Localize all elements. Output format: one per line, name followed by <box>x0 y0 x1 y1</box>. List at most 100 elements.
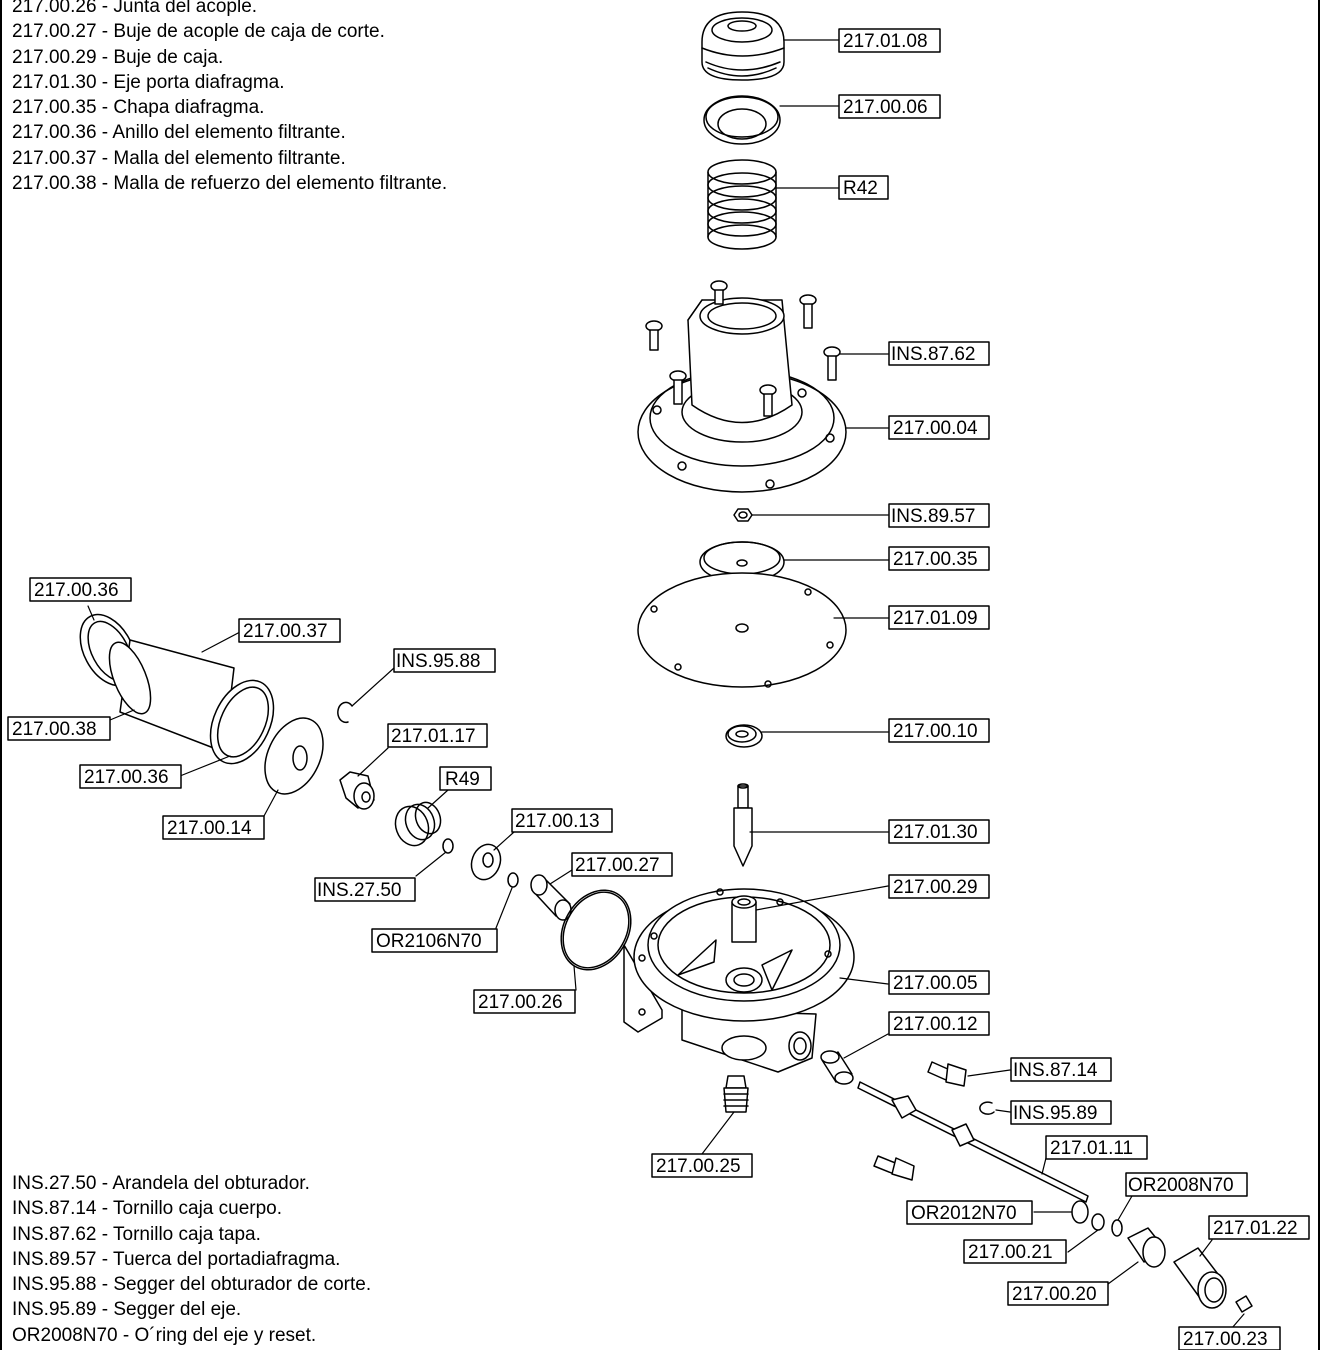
label-217-00-29: 217.00.29 <box>888 874 990 899</box>
label-217-01-09: 217.01.09 <box>888 605 990 630</box>
leader-lines <box>87 39 1245 1329</box>
svg-text:217.00.05: 217.00.05 <box>893 973 978 994</box>
part-labels: 217.01.08 217.00.06 R42 INS.87.62 217.00… <box>7 28 1310 1350</box>
part-spring-r42 <box>707 159 777 250</box>
part-bushing-217-00-29 <box>731 895 757 943</box>
part-oring-or2008n70 <box>1111 1219 1123 1237</box>
svg-text:217.00.36: 217.00.36 <box>84 767 169 788</box>
part-cap-217-00-23 <box>1235 1295 1253 1313</box>
label-217-00-26: 217.00.26 <box>473 989 576 1014</box>
svg-text:R49: R49 <box>445 769 480 790</box>
part-washer-217-00-21 <box>1091 1213 1105 1231</box>
part-oring-or2106n70 <box>507 872 519 888</box>
label-217-01-30: 217.01.30 <box>888 819 990 844</box>
part-ring-217-00-36-b <box>209 679 275 765</box>
part-screw-lower <box>873 1155 915 1181</box>
svg-text:217.00.27: 217.00.27 <box>575 855 660 876</box>
parts-legend-bottom: INS.27.50 - Arandela del obturador. INS.… <box>12 1171 371 1348</box>
label-217-00-35: 217.00.35 <box>888 546 990 571</box>
label-or2106n70: OR2106N70 <box>371 928 498 953</box>
svg-text:217.00.25: 217.00.25 <box>656 1156 741 1177</box>
svg-text:217.00.20: 217.00.20 <box>1012 1284 1097 1305</box>
svg-text:OR2106N70: OR2106N70 <box>376 931 482 952</box>
part-bearing-217-00-10 <box>725 724 763 748</box>
legend-item: 217.00.37 - Malla del elemento filtrante… <box>12 147 346 169</box>
label-217-00-36-top: 217.00.36 <box>29 577 132 602</box>
label-or2008n70: OR2008N70 <box>1125 1172 1248 1197</box>
svg-text:217.01.11: 217.01.11 <box>1050 1138 1133 1159</box>
legend-item: OR2008N70 - O´ring del eje y reset. <box>12 1324 317 1346</box>
part-nut-ins-89-57 <box>733 508 753 522</box>
label-217-00-12: 217.00.12 <box>888 1011 990 1036</box>
label-ins-27-50: INS.27.50 <box>314 877 416 902</box>
label-r42: R42 <box>838 175 889 200</box>
svg-text:OR2008N70: OR2008N70 <box>1128 1175 1234 1196</box>
svg-text:217.00.06: 217.00.06 <box>843 97 928 118</box>
part-circlip-ins-95-88 <box>337 701 353 724</box>
svg-text:217.01.08: 217.01.08 <box>843 31 928 52</box>
legend-item: INS.95.89 - Segger del eje. <box>12 1299 242 1321</box>
part-gasket-inner <box>562 891 630 969</box>
label-r49: R49 <box>439 766 492 791</box>
svg-text:217.01.09: 217.01.09 <box>893 608 978 629</box>
legend-item: 217.00.27 - Buje de acople de caja de co… <box>12 21 385 43</box>
label-217-01-11: 217.01.11 <box>1045 1135 1148 1160</box>
label-217-00-23: 217.00.23 <box>1178 1326 1281 1350</box>
label-217-00-27: 217.00.27 <box>571 852 673 877</box>
svg-text:217.00.12: 217.00.12 <box>893 1014 978 1035</box>
part-plate-217-00-35 <box>699 541 785 583</box>
legend-item: INS.89.57 - Tuerca del portadiafragma. <box>12 1248 341 1270</box>
svg-text:217.01.30: 217.01.30 <box>893 822 978 843</box>
part-shaft-217-01-30 <box>733 783 753 867</box>
label-217-00-25: 217.00.25 <box>651 1153 753 1178</box>
label-217-01-08: 217.01.08 <box>838 28 941 53</box>
legend-item: 217.00.38 - Malla de refuerzo del elemen… <box>12 173 448 195</box>
svg-text:217.00.04: 217.00.04 <box>893 418 978 439</box>
legend-item: 217.00.26 - Junta del acople. <box>12 0 258 17</box>
svg-text:INS.95.89: INS.95.89 <box>1013 1103 1098 1124</box>
part-spring-r49 <box>394 801 442 847</box>
label-ins-89-57: INS.89.57 <box>888 503 990 528</box>
part-seat-217-00-13 <box>470 843 502 881</box>
svg-text:217.00.26: 217.00.26 <box>478 992 563 1013</box>
legend-item: INS.87.14 - Tornillo caja cuerpo. <box>12 1198 283 1220</box>
svg-text:OR2012N70: OR2012N70 <box>911 1203 1017 1224</box>
legend-item: 217.00.36 - Anillo del elemento filtrant… <box>12 122 346 144</box>
legend-item: 217.00.35 - Chapa diafragma. <box>12 97 265 119</box>
label-ins-87-62: INS.87.62 <box>888 341 990 366</box>
part-body-217-00-05 <box>623 888 855 1073</box>
parts-legend-top: 217.00.26 - Junta del acople. 217.00.27 … <box>12 0 447 196</box>
part-diaphragm-217-01-09 <box>637 572 847 688</box>
svg-text:217.01.22: 217.01.22 <box>1213 1218 1298 1239</box>
legend-item: 217.00.29 - Buje de caja. <box>12 46 224 68</box>
label-ins-95-89: INS.95.89 <box>1010 1100 1112 1125</box>
svg-text:217.00.29: 217.00.29 <box>893 877 978 898</box>
label-217-00-10: 217.00.10 <box>888 718 990 743</box>
svg-text:INS.87.62: INS.87.62 <box>891 344 976 365</box>
part-spacer-217-00-12 <box>820 1050 854 1085</box>
svg-text:217.00.10: 217.00.10 <box>893 721 978 742</box>
svg-text:217.00.36: 217.00.36 <box>34 580 119 601</box>
part-bushing-217-00-27 <box>530 874 572 921</box>
label-217-01-17: 217.01.17 <box>387 723 488 748</box>
part-gasket-217-00-26 <box>560 889 632 971</box>
label-217-00-20: 217.00.20 <box>1007 1281 1109 1306</box>
svg-text:R42: R42 <box>843 178 878 199</box>
part-housing-top-217-00-04 <box>637 297 847 493</box>
label-217-00-05: 217.00.05 <box>888 970 990 995</box>
svg-text:INS.89.57: INS.89.57 <box>891 506 976 527</box>
label-217-00-36-bottom: 217.00.36 <box>79 764 182 789</box>
part-fitting-217-00-20 <box>1127 1227 1166 1268</box>
part-plug-217-00-25 <box>723 1075 749 1113</box>
part-ring-217-00-06 <box>703 95 781 145</box>
svg-text:217.00.13: 217.00.13 <box>515 811 600 832</box>
part-washer-ins-27-50 <box>442 838 454 854</box>
svg-text:INS.27.50: INS.27.50 <box>317 880 402 901</box>
label-217-01-22: 217.01.22 <box>1208 1215 1310 1240</box>
legend-item: INS.95.88 - Segger del obturador de cort… <box>12 1274 372 1296</box>
label-217-00-13: 217.00.13 <box>511 808 613 833</box>
svg-text:217.00.21: 217.00.21 <box>968 1242 1053 1263</box>
legend-item: 217.01.30 - Eje porta diafragma. <box>12 71 285 93</box>
